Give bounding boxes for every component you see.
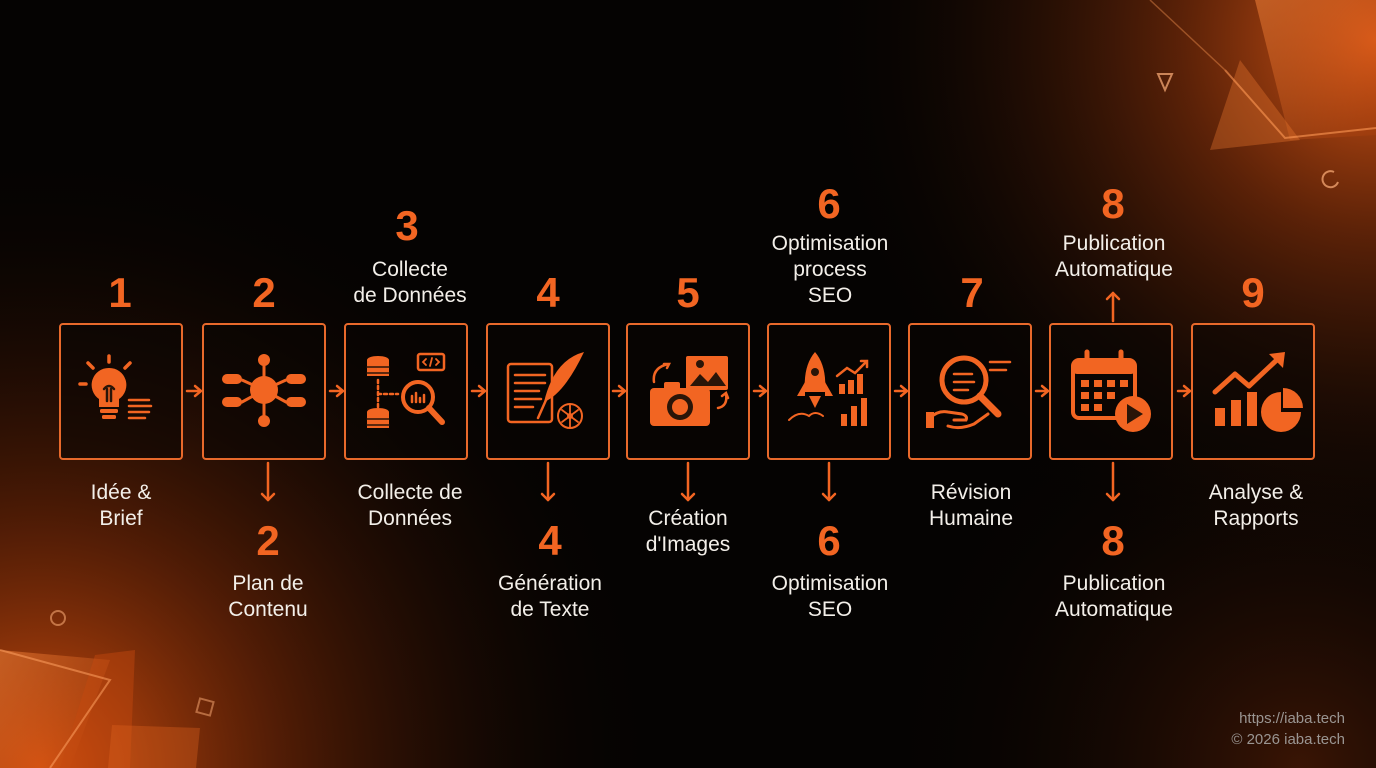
- arrow-right-2-3: [328, 384, 345, 398]
- step-8-number: 8: [1101, 180, 1125, 227]
- arrow-down-6: [821, 461, 837, 502]
- step-5-number: 5: [676, 269, 700, 316]
- lightbulb-icon: [78, 353, 153, 419]
- step-6-below-number: 6: [817, 517, 841, 564]
- step-7-number: 7: [960, 269, 984, 316]
- step-6-box: [767, 323, 891, 460]
- step-7-label: Révision Humaine: [928, 481, 1014, 530]
- step-5-label: Création d'Images: [645, 507, 731, 556]
- step-3-box: [344, 323, 468, 460]
- footer-url: https://iaba.tech: [1239, 710, 1345, 727]
- step-5-box: [626, 323, 750, 460]
- step-9-box: [1191, 323, 1315, 460]
- arrow-down-8: [1105, 461, 1121, 502]
- mindmap-icon: [222, 353, 306, 427]
- rocket-growth-icon: [788, 351, 869, 426]
- step-4-box: [486, 323, 610, 460]
- document-quill-icon: [506, 351, 584, 429]
- step-2-below-number: 2: [256, 517, 280, 564]
- step-4-number: 4: [536, 269, 560, 316]
- arrow-right-3-4: [470, 384, 487, 398]
- arrow-right-1-2: [185, 384, 203, 398]
- arrow-right-4-5: [611, 384, 627, 398]
- step-2-box: [202, 323, 326, 460]
- arrow-down-4: [540, 461, 556, 502]
- step-4-below-label: Génération de Texte: [498, 572, 602, 621]
- step-3-label: Collecte de Données: [357, 481, 463, 530]
- arrow-right-8-9: [1176, 384, 1192, 398]
- footer-copyright: © 2026 iaba.tech: [1231, 731, 1345, 748]
- step-6-number: 6: [817, 180, 841, 227]
- step-4-below-number: 4: [538, 517, 562, 564]
- arrow-right-5-6: [752, 384, 768, 398]
- step-2-number: 2: [252, 269, 276, 316]
- arrow-down-5: [680, 461, 696, 502]
- step-9-label: Analyse & Rapports: [1208, 481, 1304, 530]
- step-8-box: [1049, 323, 1173, 460]
- step-8-below-number: 8: [1101, 517, 1125, 564]
- camera-image-icon: [650, 355, 730, 426]
- step-1-number: 1: [108, 269, 132, 316]
- arrow-right-6-7: [893, 384, 909, 398]
- step-1-label: Idée & Brief: [90, 481, 152, 530]
- step-8-top-label: Publication Automatique: [1055, 232, 1173, 281]
- step-2-below-label: Plan de Contenu: [228, 572, 308, 621]
- calendar-play-icon: [1071, 349, 1151, 432]
- magnifier-hand-icon: [926, 355, 1012, 429]
- database-search-icon: [366, 352, 446, 428]
- step-6-top-label: Optimisation process SEO: [771, 232, 889, 307]
- step-6-below-label: Optimisation SEO: [771, 572, 889, 621]
- step-8-below-label: Publication Automatique: [1055, 572, 1173, 621]
- step-7-box: [908, 323, 1032, 460]
- arrow-right-7-8: [1034, 384, 1050, 398]
- step-3-number: 3: [395, 202, 419, 249]
- step-9-number: 9: [1241, 269, 1265, 316]
- arrow-down-2: [260, 461, 276, 502]
- step-3-top-label: Collecte de Données: [353, 258, 467, 307]
- arrow-up-8: [1105, 291, 1121, 323]
- analytics-chart-icon: [1212, 351, 1303, 432]
- step-1-box: [59, 323, 183, 460]
- footer: https://iaba.tech © 2026 iaba.tech: [1231, 708, 1345, 750]
